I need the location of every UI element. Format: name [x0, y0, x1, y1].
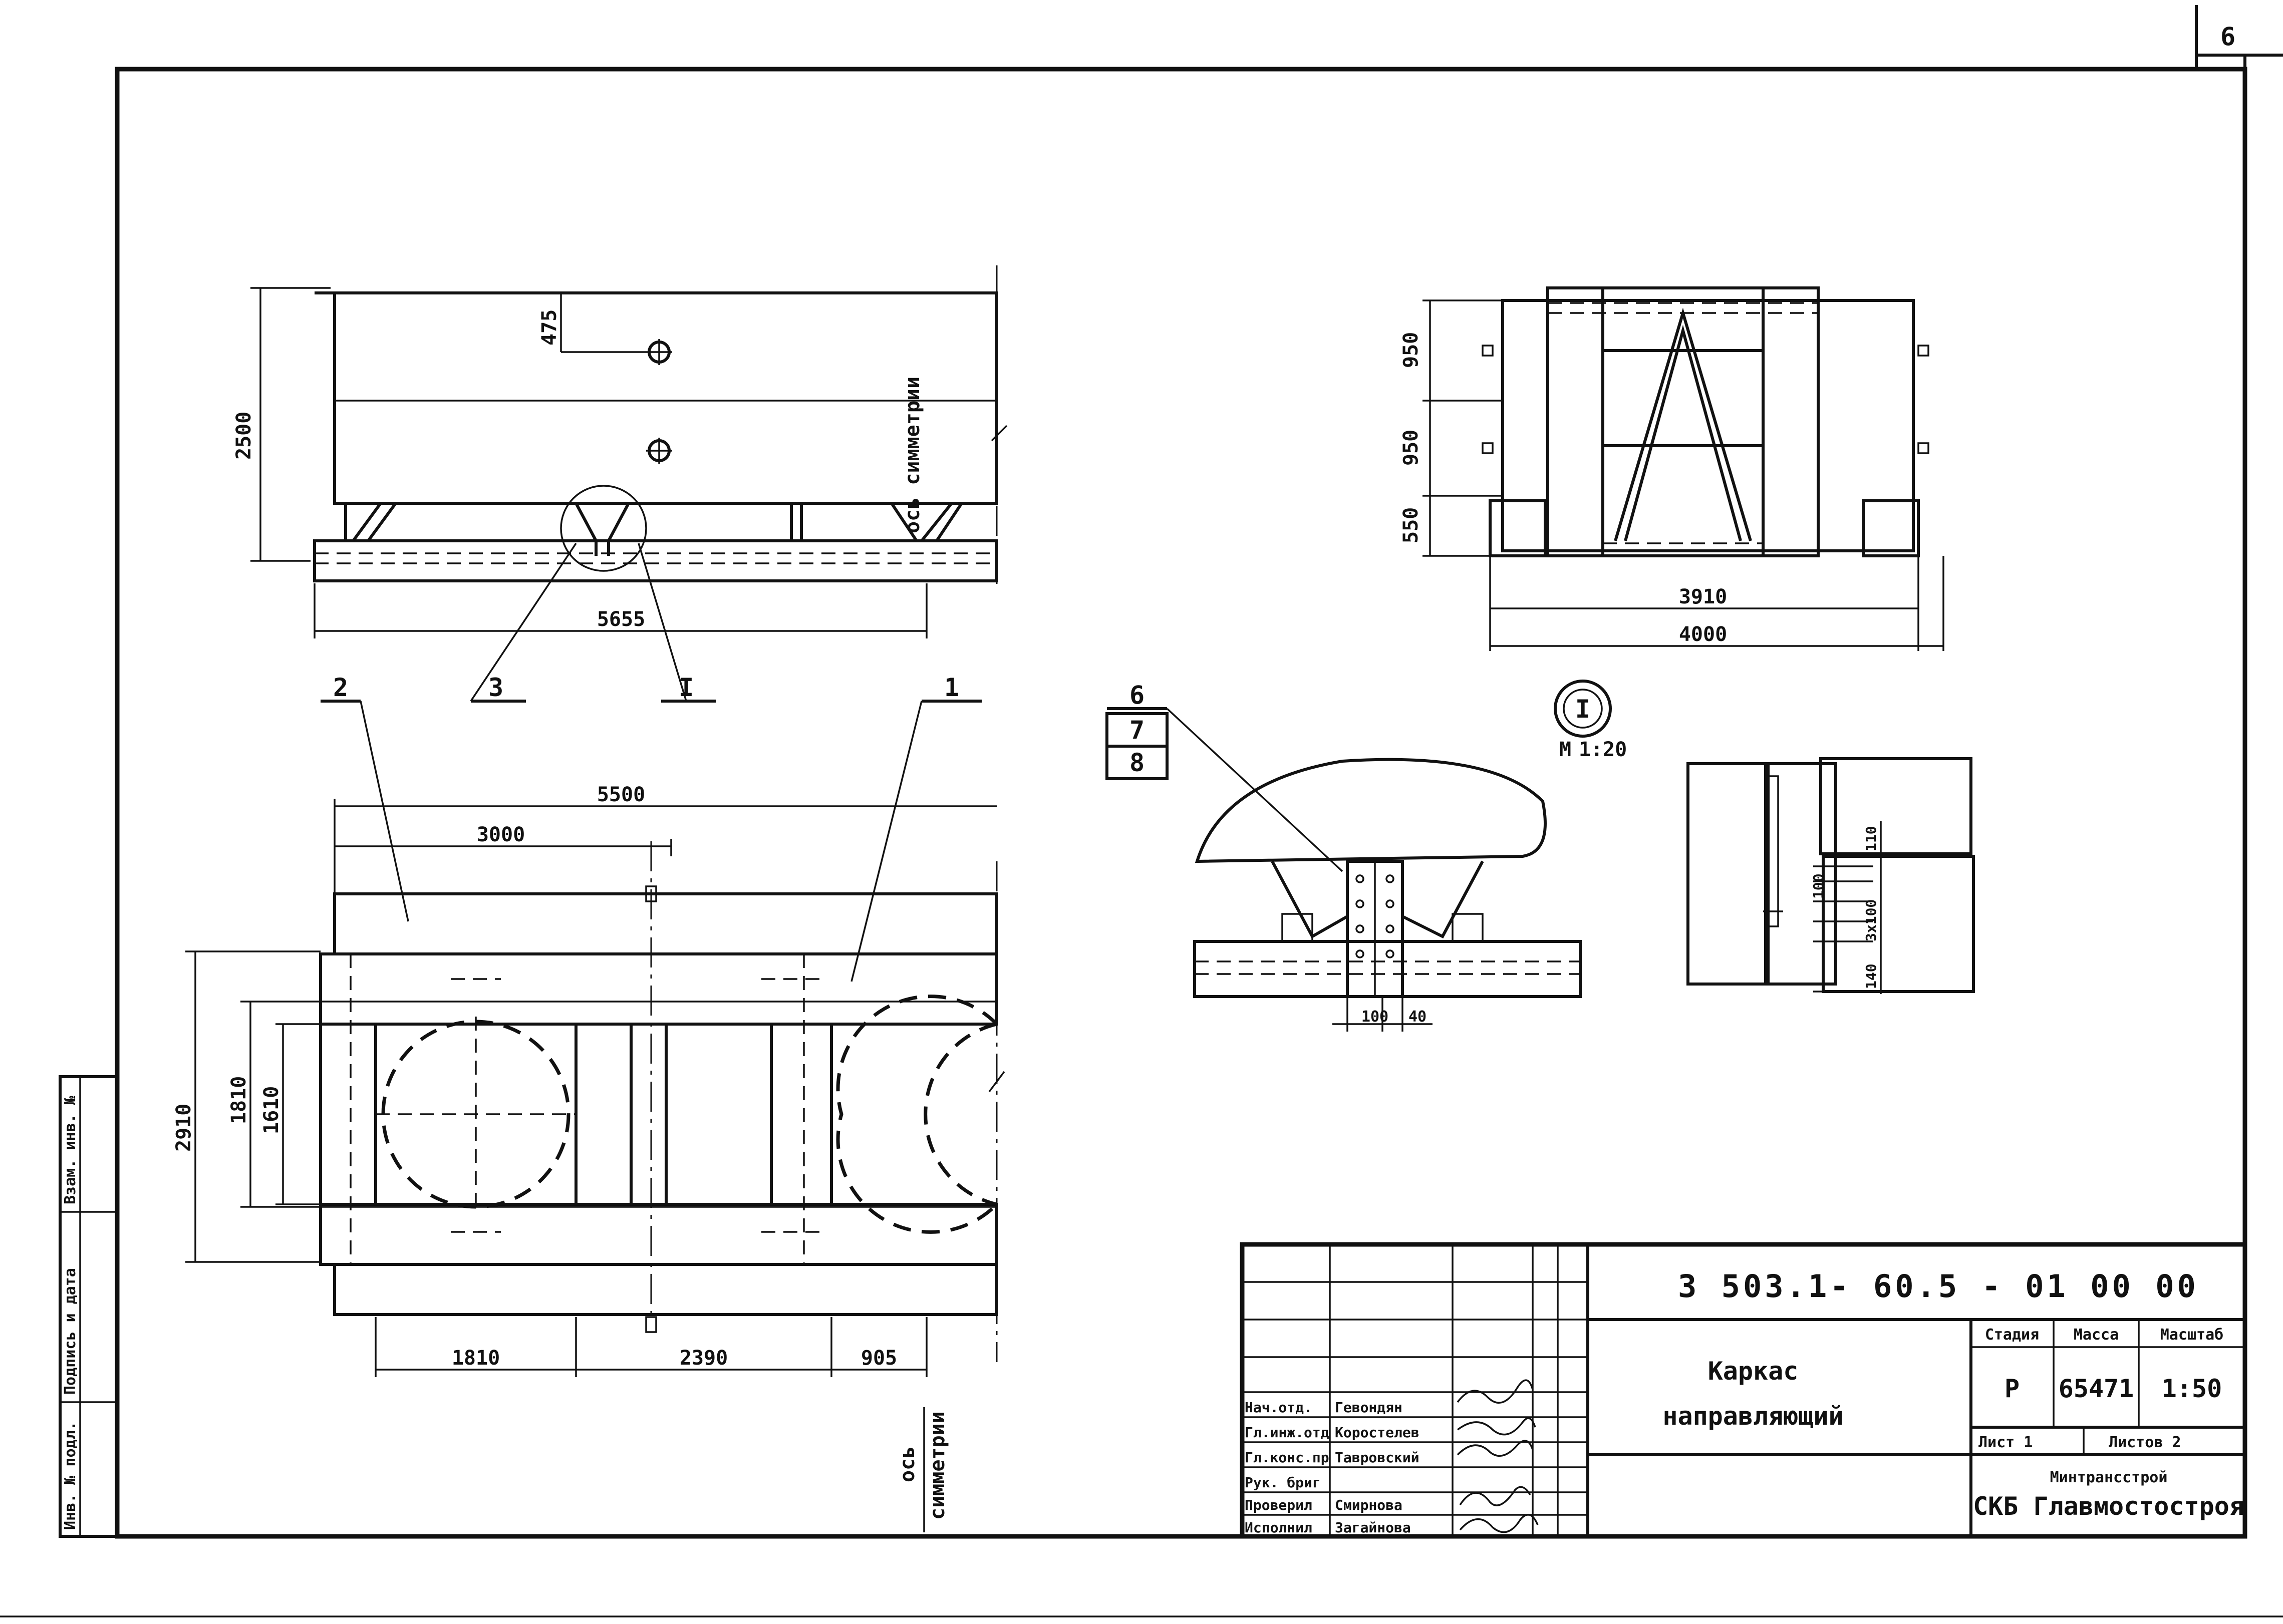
side-stamp-inv-repl: Взам. инв. №	[62, 1095, 79, 1204]
dim-plan-partial: 3000	[477, 823, 525, 846]
dim-detail-140: 140	[1863, 963, 1879, 989]
side-stamp-sign-date: Подпись и дата	[62, 1268, 79, 1395]
leaders-front	[470, 543, 716, 703]
sheet-frame	[0, 5, 2283, 1617]
side-stamp	[59, 1075, 119, 1538]
staff-role-4: Проверил	[1245, 1497, 1312, 1513]
detail-scale-val: 1:20	[1579, 738, 1627, 761]
dim-side-h3: 550	[1399, 507, 1422, 543]
side-dimensions	[1422, 299, 1944, 651]
staff-name-2: Тавровский	[1335, 1449, 1419, 1466]
front-axis-label: ось симметрии	[901, 377, 924, 533]
position-1: 1	[944, 673, 959, 702]
staff-role-5: Исполнил	[1245, 1519, 1312, 1536]
staff-name-5: Загайнова	[1335, 1519, 1411, 1536]
dim-plan-width-inner: 1610	[260, 1086, 283, 1134]
position-3: 3	[488, 673, 503, 702]
dim-detail-100: 100	[1361, 1008, 1388, 1026]
position-2: 2	[333, 673, 348, 702]
dim-plan-width-outer: 2910	[172, 1104, 195, 1152]
dim-detail-110: 110	[1863, 826, 1879, 851]
detail-I-view	[1193, 758, 1582, 1032]
dim-front-offset: 475	[538, 309, 561, 346]
signature-scribbles	[1457, 1379, 1539, 1533]
detail-section-view	[1686, 757, 1975, 994]
side-stamp-inv-orig: Инв. № подл.	[62, 1421, 79, 1530]
dim-side-h2: 950	[1399, 430, 1422, 466]
dim-side-h1: 950	[1399, 332, 1422, 368]
staff-name-4: Смирнова	[1335, 1497, 1402, 1513]
dim-plan-bottom-3: 905	[861, 1347, 897, 1370]
staff-role-1: Гл.инж.отд	[1245, 1424, 1329, 1441]
sheet-number-label: Лист 1	[1978, 1434, 2033, 1451]
plan-view	[319, 841, 1005, 1362]
stage-value: Р	[2005, 1374, 2020, 1403]
drawing-title-line1: Каркас	[1708, 1357, 1799, 1386]
dim-plan-length: 5500	[597, 783, 645, 806]
dim-front-height: 2500	[232, 412, 255, 460]
position-8: 8	[1129, 748, 1145, 777]
staff-role-0: Нач.отд.	[1245, 1399, 1312, 1416]
sheets-count-label: Листов 2	[2109, 1434, 2181, 1451]
side-view	[1482, 286, 1929, 557]
dim-plan-bottom-2: 2390	[680, 1347, 728, 1370]
dim-plan-bottom-1: 1810	[452, 1347, 500, 1370]
mass-header: Масса	[2074, 1326, 2119, 1344]
detail-mark	[1554, 680, 1612, 738]
drawing-code: 3 503.1- 60.5 - 01 00 00	[1678, 1268, 2199, 1305]
plan-axis-label-2: симметрии	[926, 1411, 949, 1520]
front-dimensions	[250, 287, 928, 638]
scale-header: Масштаб	[2160, 1326, 2223, 1344]
plan-dimensions	[185, 799, 997, 1377]
position-I-front: I	[679, 673, 694, 702]
dim-detail-100b: 100	[1810, 873, 1827, 899]
leaders-plan	[321, 700, 982, 982]
page-number: 6	[2220, 22, 2235, 51]
org-line2: СКБ Главмостостроя	[1973, 1492, 2244, 1521]
staff-role-3: Рук. бриг	[1245, 1474, 1321, 1491]
dim-plan-width-mid: 1810	[227, 1076, 250, 1124]
stage-header: Стадия	[1985, 1326, 2039, 1344]
detail-scale-m: М	[1559, 738, 1571, 761]
dim-side-w2: 4000	[1679, 623, 1727, 646]
staff-role-2: Гл.конс.пр	[1245, 1449, 1329, 1466]
position-7: 7	[1129, 716, 1145, 745]
dim-side-w1: 3910	[1679, 585, 1727, 608]
scale-value: 1:50	[2162, 1374, 2222, 1403]
front-view	[313, 265, 1008, 591]
position-6: 6	[1129, 681, 1145, 710]
detail-mark-roman: I	[1575, 695, 1590, 724]
staff-name-1: Коростелев	[1335, 1424, 1419, 1441]
plan-axis-label-1: ось	[896, 1446, 919, 1482]
dim-detail-40: 40	[1408, 1008, 1426, 1026]
mass-value: 65471	[2059, 1374, 2134, 1403]
staff-name-0: Гевондян	[1335, 1399, 1402, 1416]
dim-detail-3x100: 3х100	[1863, 899, 1879, 941]
dim-front-length: 5655	[597, 608, 645, 631]
drawing-title-line2: направляющий	[1662, 1402, 1843, 1431]
org-line1: Минтрансстрой	[2050, 1469, 2168, 1486]
